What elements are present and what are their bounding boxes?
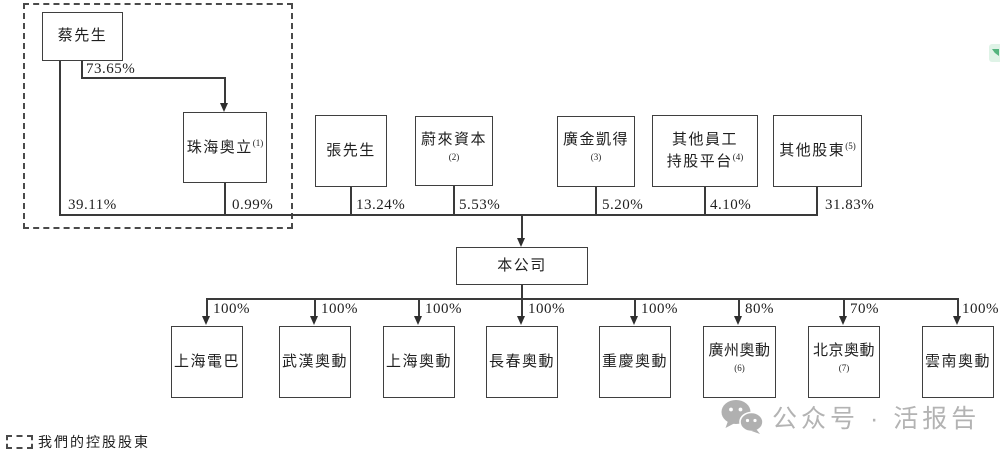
ownership-pct-shanghai-aodong: 100%	[425, 301, 462, 317]
node-shanghai-dianba: 上海電巴	[171, 326, 243, 398]
watermark: 公众号 · 活报告	[720, 399, 980, 435]
legend-label: 我們的控股股東	[38, 436, 150, 451]
connector-line	[521, 214, 523, 239]
connector-line	[81, 77, 226, 79]
legend-dashed-box-icon	[6, 435, 33, 449]
arrowhead-icon	[630, 316, 638, 325]
node-label: 本公司	[497, 257, 547, 274]
node-label: 武漢奧動	[281, 353, 348, 370]
footnote-ref: (5)	[845, 141, 856, 151]
arrowhead-icon	[839, 316, 847, 325]
ownership-pct-guangzhou: 80%	[745, 301, 774, 317]
connector-line	[738, 298, 740, 317]
connector-line	[521, 285, 523, 299]
ownership-pct-shanghai-dianba: 100%	[213, 301, 250, 317]
node-mr-cai: 蔡先生	[42, 12, 123, 61]
node-nio-capital: 蔚來資本(2)	[415, 116, 493, 186]
footnote-ref: (6)	[734, 362, 745, 373]
connector-line	[634, 298, 636, 317]
wechat-icon	[721, 400, 764, 434]
node-label: 重慶奧動	[601, 353, 668, 370]
node-wuhan-aodong: 武漢奧動	[279, 326, 351, 398]
controlling-shareholders-group-outline	[23, 3, 293, 229]
connector-line	[418, 298, 420, 317]
node-label: 上海電巴	[173, 353, 240, 370]
node-employee-platform: 其他員工 持股平台(4)	[652, 115, 758, 187]
ownership-pct-others: 31.83%	[825, 197, 875, 213]
footnote-ref: (4)	[732, 151, 744, 162]
footnote-ref: (7)	[838, 362, 850, 373]
arrowhead-icon	[220, 103, 228, 112]
ownership-pct-zhuhai-company: 0.99%	[232, 197, 274, 213]
node-label: 蔚來資本(2)	[420, 131, 487, 162]
ownership-pct-chongqing: 100%	[641, 301, 678, 317]
node-guangjin-kaide: 廣金凱得(3)	[557, 116, 635, 187]
node-label: 張先生	[326, 142, 376, 159]
connector-line	[521, 298, 523, 317]
connector-line	[350, 187, 352, 215]
node-shanghai-aodong: 上海奧動	[383, 326, 455, 398]
connector-line	[453, 186, 455, 215]
ownership-pct-guangjin: 5.20%	[602, 197, 644, 213]
arrowhead-icon	[953, 316, 961, 325]
ownership-pct-cai-company: 39.11%	[68, 197, 117, 213]
ownership-pct-cai-zhuhai: 73.65%	[86, 61, 136, 77]
ownership-pct-platform: 4.10%	[710, 197, 752, 213]
node-beijing-aodong: 北京奧動(7)	[808, 326, 880, 398]
node-label: 珠海奧立(1)	[186, 137, 264, 156]
connector-line	[59, 214, 818, 216]
footnote-ref: (2)	[448, 151, 460, 162]
arrowhead-icon	[310, 316, 318, 325]
connector-line	[224, 183, 226, 215]
node-label: 廣州奧動(6)	[708, 342, 771, 373]
ownership-pct-yunnan: 100%	[962, 301, 999, 317]
corner-green-badge-icon	[989, 44, 1000, 62]
node-company: 本公司	[456, 247, 588, 285]
ownership-pct-nio: 5.53%	[459, 197, 501, 213]
connector-line	[206, 298, 208, 317]
node-zhuhai-aoli: 珠海奧立(1)	[183, 112, 267, 183]
ownership-pct-zhang: 13.24%	[356, 197, 406, 213]
arrowhead-icon	[517, 316, 525, 325]
node-label-line2: 持股平台(4)	[666, 151, 744, 170]
node-label: 上海奧動	[385, 353, 452, 370]
footnote-ref: (3)	[590, 152, 602, 162]
node-label: 北京奧動(7)	[812, 342, 875, 373]
footnote-ref: (1)	[252, 137, 264, 148]
node-label: 雲南奧動	[924, 353, 991, 370]
connector-line	[59, 61, 61, 215]
node-label-line1: 其他員工	[671, 131, 738, 148]
connector-line	[224, 77, 226, 104]
connector-line	[816, 187, 818, 215]
node-other-shareholders: 其他股東(5)	[773, 115, 862, 187]
connector-line	[206, 298, 959, 300]
node-label: 蔡先生	[57, 28, 108, 44]
connector-line	[957, 298, 959, 317]
arrowhead-icon	[414, 316, 422, 325]
ownership-pct-changchun: 100%	[528, 301, 565, 317]
node-changchun-aodong: 長春奧動	[486, 326, 558, 398]
ownership-pct-beijing: 70%	[850, 301, 879, 317]
node-guangzhou-aodong: 廣州奧動(6)	[703, 326, 776, 398]
connector-line	[843, 298, 845, 317]
connector-line	[704, 187, 706, 215]
connector-line	[314, 298, 316, 317]
node-chongqing-aodong: 重慶奧動	[599, 326, 671, 398]
node-label: 廣金凱得(3)	[562, 132, 629, 162]
node-label: 其他股東(5)	[779, 141, 856, 159]
connector-line	[595, 187, 597, 215]
node-label: 長春奧動	[488, 353, 555, 370]
connector-line	[81, 61, 83, 78]
arrowhead-icon	[734, 316, 742, 325]
node-mr-zhang: 張先生	[315, 115, 387, 187]
node-yunnan-aodong: 雲南奧動	[922, 326, 994, 398]
watermark-text: 公众号 · 活报告	[772, 405, 981, 433]
ownership-pct-wuhan: 100%	[321, 301, 358, 317]
arrowhead-icon	[517, 238, 525, 247]
arrowhead-icon	[202, 316, 210, 325]
